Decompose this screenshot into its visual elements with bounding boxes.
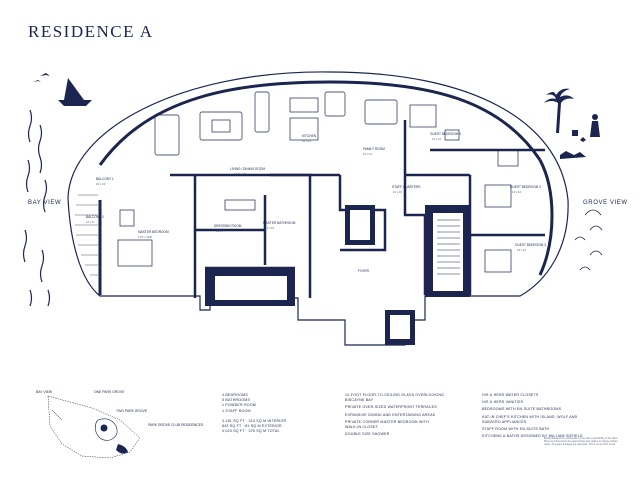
bay-view-label: BAY VIEW [28,200,62,206]
feature-item: STAFF ROOM WITH EN-SUITE BATH [482,427,550,432]
room-label-master: MASTER BEDROOM [138,230,169,234]
room-dims-staff: 11' x 10' [393,190,403,194]
feature-item: BISCAYNE BAY [345,398,374,403]
room-label-guest-3: GUEST BEDROOM 3 [515,243,546,247]
room-dims-master: 17'6" x 16'8" [138,235,152,239]
room-label-living: LIVING / DINING ROOM [230,167,265,171]
room-label-guest-2: GUEST BEDROOM 2 [510,185,541,189]
map-label-two-park-grove: TWO PARK GROVE [116,409,148,413]
foliage-illustration [574,209,603,271]
room-dims-living: 34'4" x 18' [234,172,246,176]
room-label-balcony-1: BALCONY 1 [96,177,114,181]
room-dims-master-bath: 14' x 11' [265,226,275,230]
feature-item: 843 SQ FT · 81 SQ M EXTERIOR [222,424,282,429]
feature-item: 4 BEDROOMS [222,393,248,397]
feature-item: HIS & HERS VANITIES [482,400,524,405]
sailboat-icon [33,73,92,106]
site-location-map: BAY VIEW ONE PARK GROVE TWO PARK GROVE P… [36,390,204,459]
water-waves-illustration [22,109,51,307]
feature-item: BEDROOMS WITH EN-SUITE BATHROOMS [482,407,562,412]
features-col-1: 4 BEDROOMS 5 BATHROOMS 1 POWDER ROOM 1 S… [222,393,286,435]
feature-item: 5 BATHROOMS [222,398,251,403]
room-label-guest-1: GUEST BEDROOM 1 [430,132,461,136]
room-label-family: FAMILY ROOM [363,147,385,151]
feature-item: 1 STAFF ROOM [222,408,251,413]
room-dims-guest-2: 13' x 12' [512,190,522,194]
feature-item: 12-FOOT FLOOR-TO-CEILING GLASS OVERLOOKI… [345,393,445,397]
legal-disclaimer: Broker/Salesperson participation is the … [544,437,619,446]
room-dims-balcony-1: 16' x 13' [96,182,106,186]
room-label-foyer: FOYER [358,269,370,273]
room-label-balcony-2: BALCONY 2 [86,215,104,219]
room-label-staff: STAFF QUARTERS [392,185,420,189]
feature-item: HIS & HERS WATER CLOSETS [482,393,539,397]
room-dims-family: 12' x 11' [363,152,373,156]
features-col-3: HIS & HERS WATER CLOSETS HIS & HERS VANI… [482,393,583,439]
feature-item: PRIVATE CORNER MASTER BEDROOM WITH [345,419,429,424]
map-label-bay-view: BAY VIEW [36,390,53,394]
room-dims-guest-3: 13' x 11' [517,248,527,252]
people-illustration [560,114,600,159]
feature-item: PRIVATE OVER-SIZED WATERFRONT TERRACES [345,405,437,410]
palm-tree-icon [544,88,574,133]
features-col-2: 12-FOOT FLOOR-TO-CEILING GLASS OVERLOOKI… [345,393,444,437]
map-label-one-park-grove: ONE PARK GROVE [94,390,125,394]
room-dims-guest-1: 13' x 12' [432,137,442,141]
feature-item: KAT-IN CHEF'S KITCHEN WITH ISLAND, WOLF … [482,414,578,419]
room-label-dressing: DRESSING ROOM [214,224,242,228]
room-label-master-bath: MASTER BATHROOM [263,221,296,225]
grove-view-label: GROVE VIEW [583,200,628,206]
feature-item: EXPANSIVE DINING AND ENTERTAINING AREAS [345,412,436,417]
room-dims-dressing: 10' x 7' [216,229,225,233]
page-title: RESIDENCE A [28,22,154,41]
feature-item: SUBZERO APPLIANCES [482,419,527,424]
room-label-kitchen: KITCHEN [302,134,317,138]
feature-item: DOUBLE SIZE SHOWER [345,432,390,437]
room-dims-balcony-2: 12' x 9' [86,220,95,224]
feature-item: 3,181 SQ FT · 314 SQ M INTERIOR [222,419,287,424]
map-label-club-residences: PARK GROVE CLUB RESIDENCES [148,423,204,427]
room-dims-kitchen: 14' x 11' [302,139,312,143]
feature-item: KITCHENS & BATHS DESIGNED BY WILLIAM SOF… [482,434,583,439]
feature-item: WALK-IN CLOSET [345,425,379,430]
feature-item: 1 POWDER ROOM [222,403,256,408]
feature-item: 4,024 SQ FT · 375 SQ M TOTAL [222,429,280,434]
